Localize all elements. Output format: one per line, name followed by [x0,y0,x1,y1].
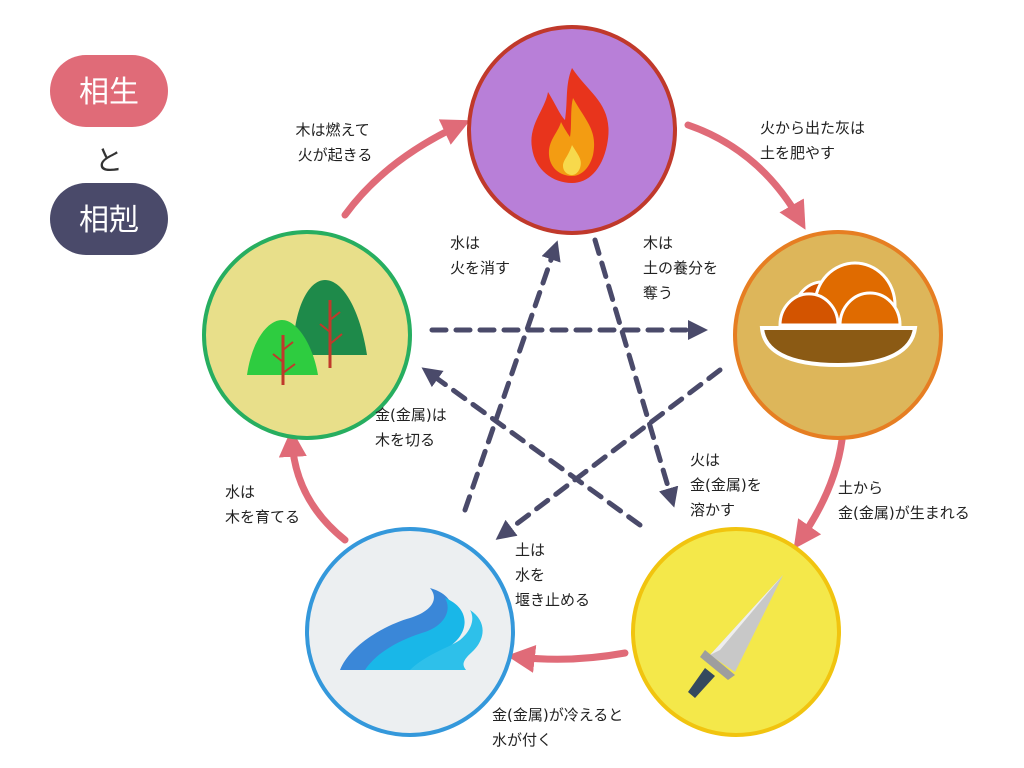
arrow-metal-to-water [506,645,629,673]
generating-cycle [278,119,846,673]
arrow-water-overcomes-fire [462,240,561,513]
trees-icon [247,280,367,385]
legend-sousei-pill [50,55,168,127]
arrow-water-to-wood [278,428,349,544]
arrow-fire-overcomes-metal [592,237,679,508]
label-earth-metal: 土から 金(金属)が生まれる [838,479,970,522]
earth-node [733,230,943,440]
label-water-wood: 水は 木を育てる [225,483,300,526]
legend-soukoku-label: 相剋 [79,203,139,238]
arrow-fire-to-earth [684,121,806,230]
bowl-icon [759,261,918,368]
arrow-earth-overcomes-water [495,367,723,540]
label-wood-earth: 木は 土の養分を 奪う [643,234,723,302]
arrow-wood-to-fire [341,119,471,219]
water-node [305,527,515,737]
label-earth-water: 土は 水を 堰き止める [515,541,590,609]
legend-to-label: と [95,144,123,177]
label-fire-metal: 火は 金(金属)を 溶かす [690,451,767,519]
label-wood-fire: 木は燃えて 火が起きる [295,121,374,164]
label-water-fire: 水は 火を消す [450,234,510,277]
metal-node [631,527,841,737]
label-metal-water: 金(金属)が冷えると 水が付く [492,706,628,749]
legend-soukoku-pill [50,183,168,255]
legend-sousei-label: 相生 [79,75,139,110]
arrow-earth-to-metal [793,436,846,550]
arrow-metal-overcomes-wood [421,367,643,528]
label-metal-wood: 金(金属)は 木を切る [375,406,452,449]
overcoming-cycle [421,237,723,540]
blade-icon [688,575,783,698]
fire-node [467,25,677,235]
flame-icon [531,68,609,183]
legend: 相生 と 相剋 [50,55,168,255]
wood-node [202,230,412,440]
wave-icon [340,588,483,670]
label-fire-earth: 火から出た灰は 土を肥やす [760,119,870,162]
